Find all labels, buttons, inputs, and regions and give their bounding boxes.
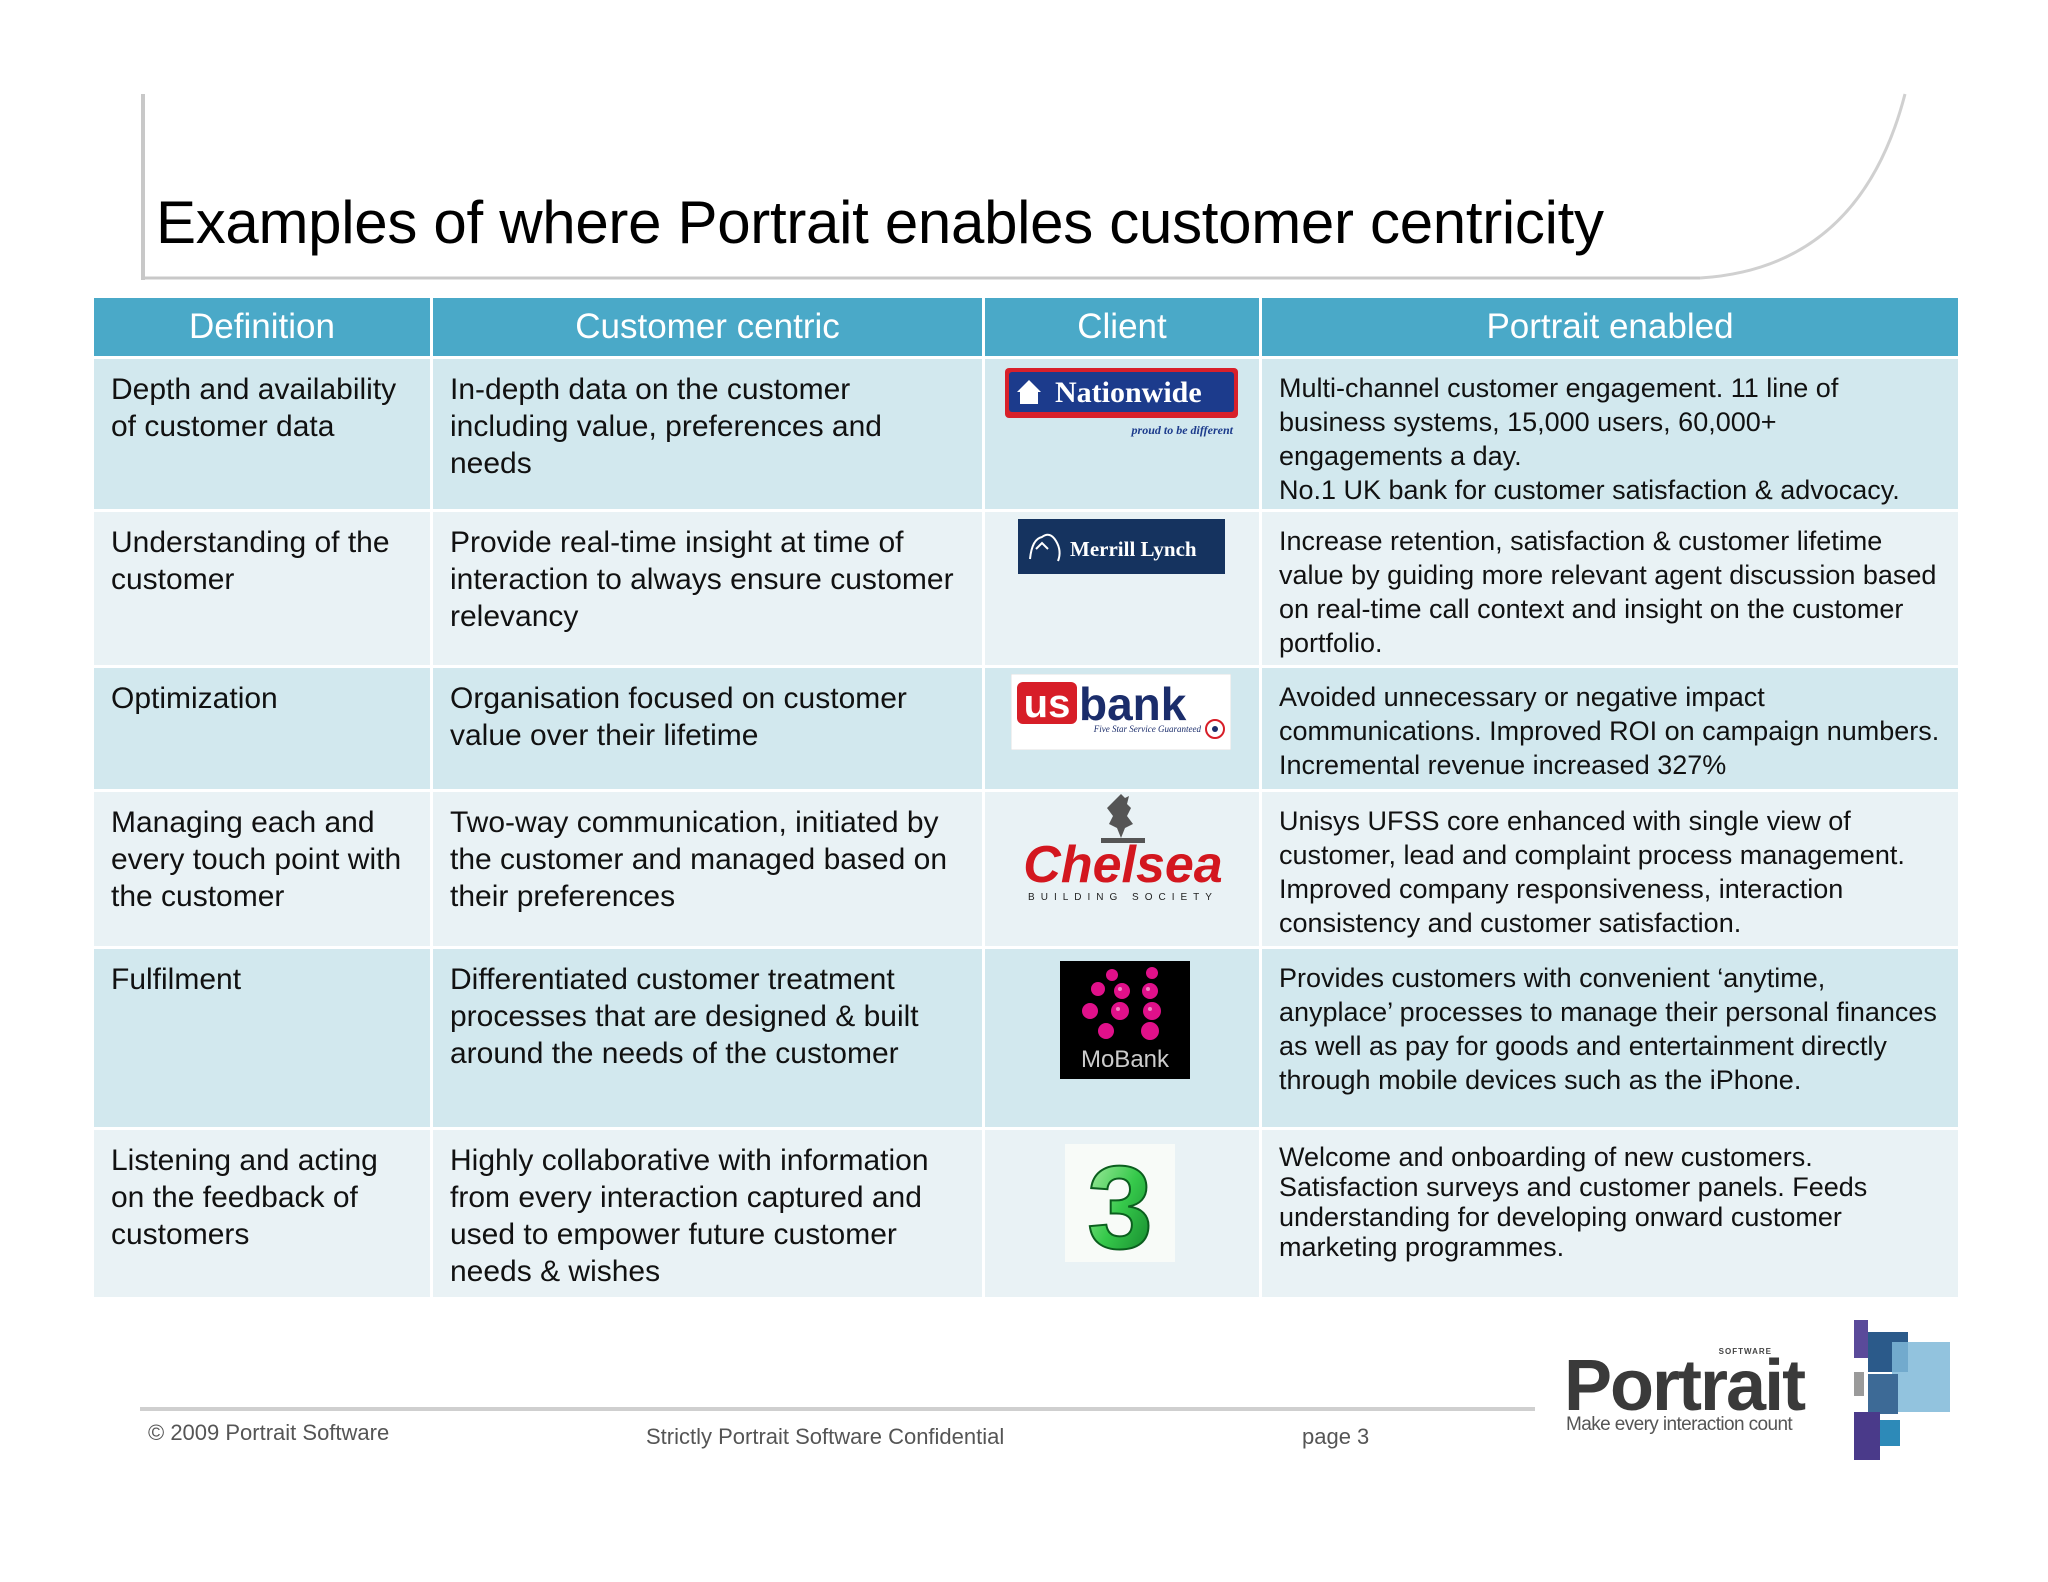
header-definition: Definition [94, 298, 433, 359]
svg-text:proud to be different: proud to be different [1131, 423, 1234, 437]
client-cell: Nationwide proud to be different [985, 359, 1262, 512]
header-client: Client [985, 298, 1262, 359]
merrill-lynch-logo: Merrill Lynch [1018, 519, 1225, 574]
svg-text:us: us [1024, 682, 1071, 726]
footer-page-number: page 3 [1302, 1424, 1370, 1449]
portrait-enabled-cell: Unisys UFSS core enhanced with single vi… [1262, 792, 1958, 949]
table-row: Listening and acting on the feedback of … [94, 1130, 1958, 1300]
mobank-logo: MoBank [1060, 961, 1190, 1079]
nationwide-logo: Nationwide proud to be different [1005, 368, 1238, 437]
chelsea-logo: Chelsea BUILDING SOCIETY [1023, 794, 1223, 903]
title-frame [141, 93, 1907, 280]
svg-text:SOFTWARE: SOFTWARE [1719, 1347, 1772, 1356]
definition-cell: Managing each and every touch point with… [94, 792, 433, 949]
definition-cell: Depth and availability of customer data [94, 359, 433, 512]
client-cell: Chelsea BUILDING SOCIETY [985, 792, 1262, 949]
svg-text:Make every interaction count: Make every interaction count [1566, 1414, 1793, 1435]
client-cell: 3 [985, 1130, 1262, 1300]
svg-text:bank: bank [1079, 678, 1187, 730]
table-row: Managing each and every touch point with… [94, 792, 1958, 949]
svg-text:Five Star Service Guaranteed: Five Star Service Guaranteed [1093, 724, 1202, 734]
customer-centric-cell: Organisation focused on customer value o… [433, 668, 985, 792]
header-customer-centric: Customer centric [433, 298, 985, 359]
examples-table: Definition Customer centric Client Portr… [94, 298, 1958, 1300]
svg-text:Portrait: Portrait [1564, 1346, 1806, 1426]
table-row: Optimization Organisation focused on cus… [94, 668, 1958, 792]
portrait-enabled-text: Multi-channel customer engagement. 11 li… [1279, 373, 1839, 471]
definition-cell: Fulfilment [94, 949, 433, 1130]
usbank-logo: us bank Five Star Service Guaranteed [1011, 674, 1231, 750]
page-title: Examples of where Portrait enables custo… [156, 189, 1604, 256]
table-header-row: Definition Customer centric Client Portr… [94, 298, 1958, 359]
portrait-enabled-note: No.1 UK bank for customer satisfaction &… [1279, 475, 1900, 505]
customer-centric-cell: Differentiated customer treatment proces… [433, 949, 985, 1130]
three-logo: 3 [1065, 1144, 1175, 1262]
portrait-enabled-cell: Increase retention, satisfaction & custo… [1262, 512, 1958, 668]
portrait-enabled-cell: Welcome and onboarding of new customers.… [1262, 1130, 1958, 1300]
portrait-cube-icon [1854, 1320, 1950, 1460]
svg-text:MoBank: MoBank [1081, 1046, 1170, 1073]
footer-copyright: © 2009 Portrait Software [148, 1420, 390, 1445]
svg-text:Chelsea: Chelsea [1023, 836, 1222, 894]
client-cell: Merrill Lynch [985, 512, 1262, 668]
customer-centric-cell: Highly collaborative with information fr… [433, 1130, 985, 1300]
customer-centric-cell: Two-way communication, initiated by the … [433, 792, 985, 949]
portrait-enabled-cell: Provides customers with convenient ‘anyt… [1262, 949, 1958, 1130]
customer-centric-cell: Provide real-time insight at time of int… [433, 512, 985, 668]
svg-text:Merrill Lynch: Merrill Lynch [1070, 537, 1197, 561]
footer-confidential: Strictly Portrait Software Confidential [646, 1424, 1005, 1449]
svg-text:Nationwide: Nationwide [1055, 376, 1202, 409]
definition-cell: Understanding of the customer [94, 512, 433, 668]
customer-centric-cell: In-depth data on the customer including … [433, 359, 985, 512]
portrait-brand-logo: SOFTWARE Portrait Make every interaction… [1564, 1320, 1950, 1460]
definition-cell: Listening and acting on the feedback of … [94, 1130, 433, 1300]
table-row: Depth and availability of customer data … [94, 359, 1958, 512]
portrait-enabled-cell: Avoided unnecessary or negative impact c… [1262, 668, 1958, 792]
client-cell: us bank Five Star Service Guaranteed [985, 668, 1262, 792]
footer-divider [140, 1407, 1535, 1411]
svg-text:BUILDING SOCIETY: BUILDING SOCIETY [1028, 892, 1218, 903]
portrait-enabled-cell: Multi-channel customer engagement. 11 li… [1262, 359, 1958, 512]
client-cell: MoBank [985, 949, 1262, 1130]
table-row: Fulfilment Differentiated customer treat… [94, 949, 1958, 1130]
definition-cell: Optimization [94, 668, 433, 792]
header-portrait-enabled: Portrait enabled [1262, 298, 1958, 359]
svg-text:3: 3 [1087, 1144, 1153, 1262]
table-row: Understanding of the customer Provide re… [94, 512, 1958, 668]
